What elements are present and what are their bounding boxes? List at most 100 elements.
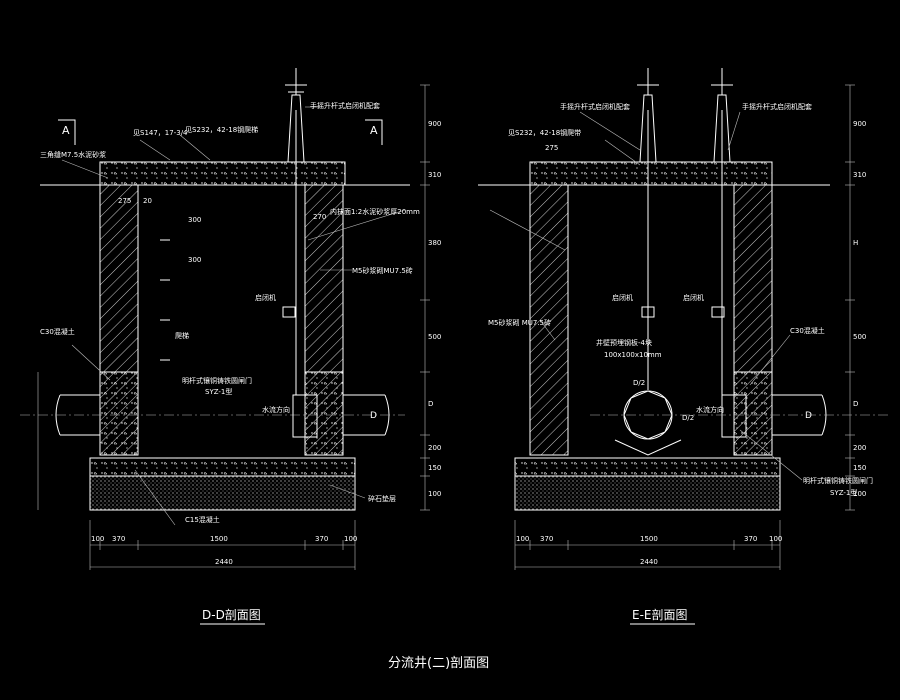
- leader-lines-left: [61, 106, 406, 526]
- label-triangle-note: 三角缝M7.5水泥砂浆: [40, 150, 106, 159]
- right-wall-base: [304, 371, 344, 456]
- dim-rr8: 100: [853, 490, 866, 498]
- label-hoist2-r: 手摇升杆式启闭机配套: [742, 102, 812, 111]
- label-hoist1-r: 手摇升杆式启闭机配套: [560, 102, 630, 111]
- label-opener2-r: 启闭机: [683, 293, 704, 302]
- dim-rr2: 310: [853, 171, 866, 179]
- dim-bottom-ticks-r: [514, 520, 781, 570]
- dim-rb3: 1500: [640, 535, 658, 543]
- pipe-label-right: D: [805, 411, 812, 421]
- label-opener1-r: 启闭机: [612, 293, 633, 302]
- top-slab-r: [529, 161, 773, 186]
- label-steel-plate-r: 井壁预埋钢板-4块: [596, 338, 652, 347]
- label-mortar-wall-r: M5砂浆砌 MU7.5砖: [488, 318, 551, 327]
- dim-rr3: H: [853, 239, 858, 247]
- left-wall-base: [99, 371, 139, 456]
- label-water-flow: 水流方向: [262, 405, 290, 414]
- label-d2b-r: D/2: [682, 414, 694, 422]
- dim-r3: 380: [428, 239, 441, 247]
- main-title: 分流井(二)剖面图: [388, 656, 489, 671]
- gate-body-r: [721, 394, 747, 438]
- outlet-pipe: [343, 394, 385, 436]
- label-gate-model: SYZ-1型: [205, 387, 232, 396]
- left-wall-r: [529, 184, 569, 456]
- title-e-e: E-E剖面图: [632, 608, 688, 622]
- dim-r7: 150: [428, 464, 441, 472]
- dim-rr6: 200: [853, 444, 866, 452]
- dim-b3: 1500: [210, 535, 228, 543]
- dim-ticks-right: [420, 84, 430, 511]
- label-top-note-r: 见S232，42-18钢爬带: [508, 128, 581, 137]
- dim-rb1: 100: [516, 535, 529, 543]
- section-e-e: [478, 68, 890, 570]
- label-gravel: 碎石垫层: [368, 494, 396, 503]
- dim-rr4: 500: [853, 333, 866, 341]
- dim-rr5: D: [853, 400, 858, 408]
- dim-rb5: 100: [769, 535, 782, 543]
- dim-b5: 100: [344, 535, 357, 543]
- gate-body: [292, 394, 318, 438]
- embed-plate-r1: [641, 306, 655, 318]
- dim-rb2: 370: [540, 535, 553, 543]
- base-slab: [89, 457, 356, 477]
- right-wall-base-r: [733, 371, 773, 456]
- label-d2a-r: D/2: [633, 379, 645, 387]
- section-mark-a-left: A: [62, 124, 70, 137]
- label-gate-model-r: SYZ-1型: [830, 488, 857, 497]
- dim-r1: 900: [428, 120, 441, 128]
- ladder-rungs: [160, 239, 170, 361]
- gate-frame: [623, 390, 673, 440]
- title-d-d: D-D剖面图: [202, 608, 261, 622]
- gravel-cushion-r: [514, 475, 781, 511]
- dim-s5: 300: [188, 256, 201, 264]
- label-c30-r: C30混凝土: [790, 326, 825, 335]
- dim-s3: 270: [313, 213, 326, 221]
- label-gate-type-r: 明杆式镶铜铸铁圆闸门: [803, 476, 873, 485]
- leader-lines-right: [489, 111, 803, 481]
- embed-plate-r2: [711, 306, 725, 318]
- label-c30: C30混凝土: [40, 327, 75, 336]
- dim-b1: 100: [91, 535, 104, 543]
- dim-s2: 20: [143, 197, 152, 205]
- hoist-body: [287, 94, 305, 163]
- dim-s4: 300: [188, 216, 201, 224]
- dim-b4: 370: [315, 535, 328, 543]
- dim-bottom-ticks: [89, 520, 356, 570]
- base-slab-r: [514, 457, 781, 477]
- pipe-label-left: D: [370, 411, 377, 421]
- label-hoist: 手摇升杆式启闭机配套: [310, 101, 380, 110]
- section-mark-a-right: A: [370, 124, 378, 137]
- section-mark-left: [58, 119, 76, 145]
- dim-r2: 310: [428, 171, 441, 179]
- label-top-note: 见S232，42-18钢爬梯: [185, 125, 258, 134]
- dim-ticks-right-r: [845, 84, 855, 511]
- label-plate-size-r: 100x100x10mm: [604, 351, 662, 359]
- label-ladder: 爬梯: [175, 331, 189, 340]
- gravel-cushion: [89, 475, 356, 511]
- outlet-pipe-r: [772, 394, 822, 436]
- dim-total-left: 2440: [215, 558, 233, 566]
- dim-s1: 275: [118, 197, 131, 205]
- label-c15: C15混凝土: [185, 515, 220, 524]
- label-plaster: 内抹面1:2水泥砂浆厚20mm: [330, 207, 420, 216]
- label-water-flow-r: 水流方向: [696, 405, 724, 414]
- section-mark-right: [365, 119, 383, 145]
- dim-rr7: 150: [853, 464, 866, 472]
- dim-rr1: 900: [853, 120, 866, 128]
- inlet-pipe: [60, 394, 100, 436]
- dim-rb4: 370: [744, 535, 757, 543]
- top-slab: [99, 161, 346, 186]
- dim-r4: 500: [428, 333, 441, 341]
- label-gate-type: 明杆式镶铜铸铁圆闸门: [182, 376, 252, 385]
- embed-plate: [282, 306, 296, 318]
- dim-s-r1: 275: [545, 144, 558, 152]
- dim-r8: 100: [428, 490, 441, 498]
- dim-total-right: 2440: [640, 558, 658, 566]
- label-rebar-note: 见S147，17-3/4: [133, 129, 188, 137]
- hoist-body-1: [639, 94, 657, 163]
- label-mortar-wall: M5砂浆砌MU7.5砖: [352, 266, 413, 275]
- dim-b2: 370: [112, 535, 125, 543]
- section-d-d: [20, 68, 430, 570]
- label-opener: 启闭机: [255, 293, 276, 302]
